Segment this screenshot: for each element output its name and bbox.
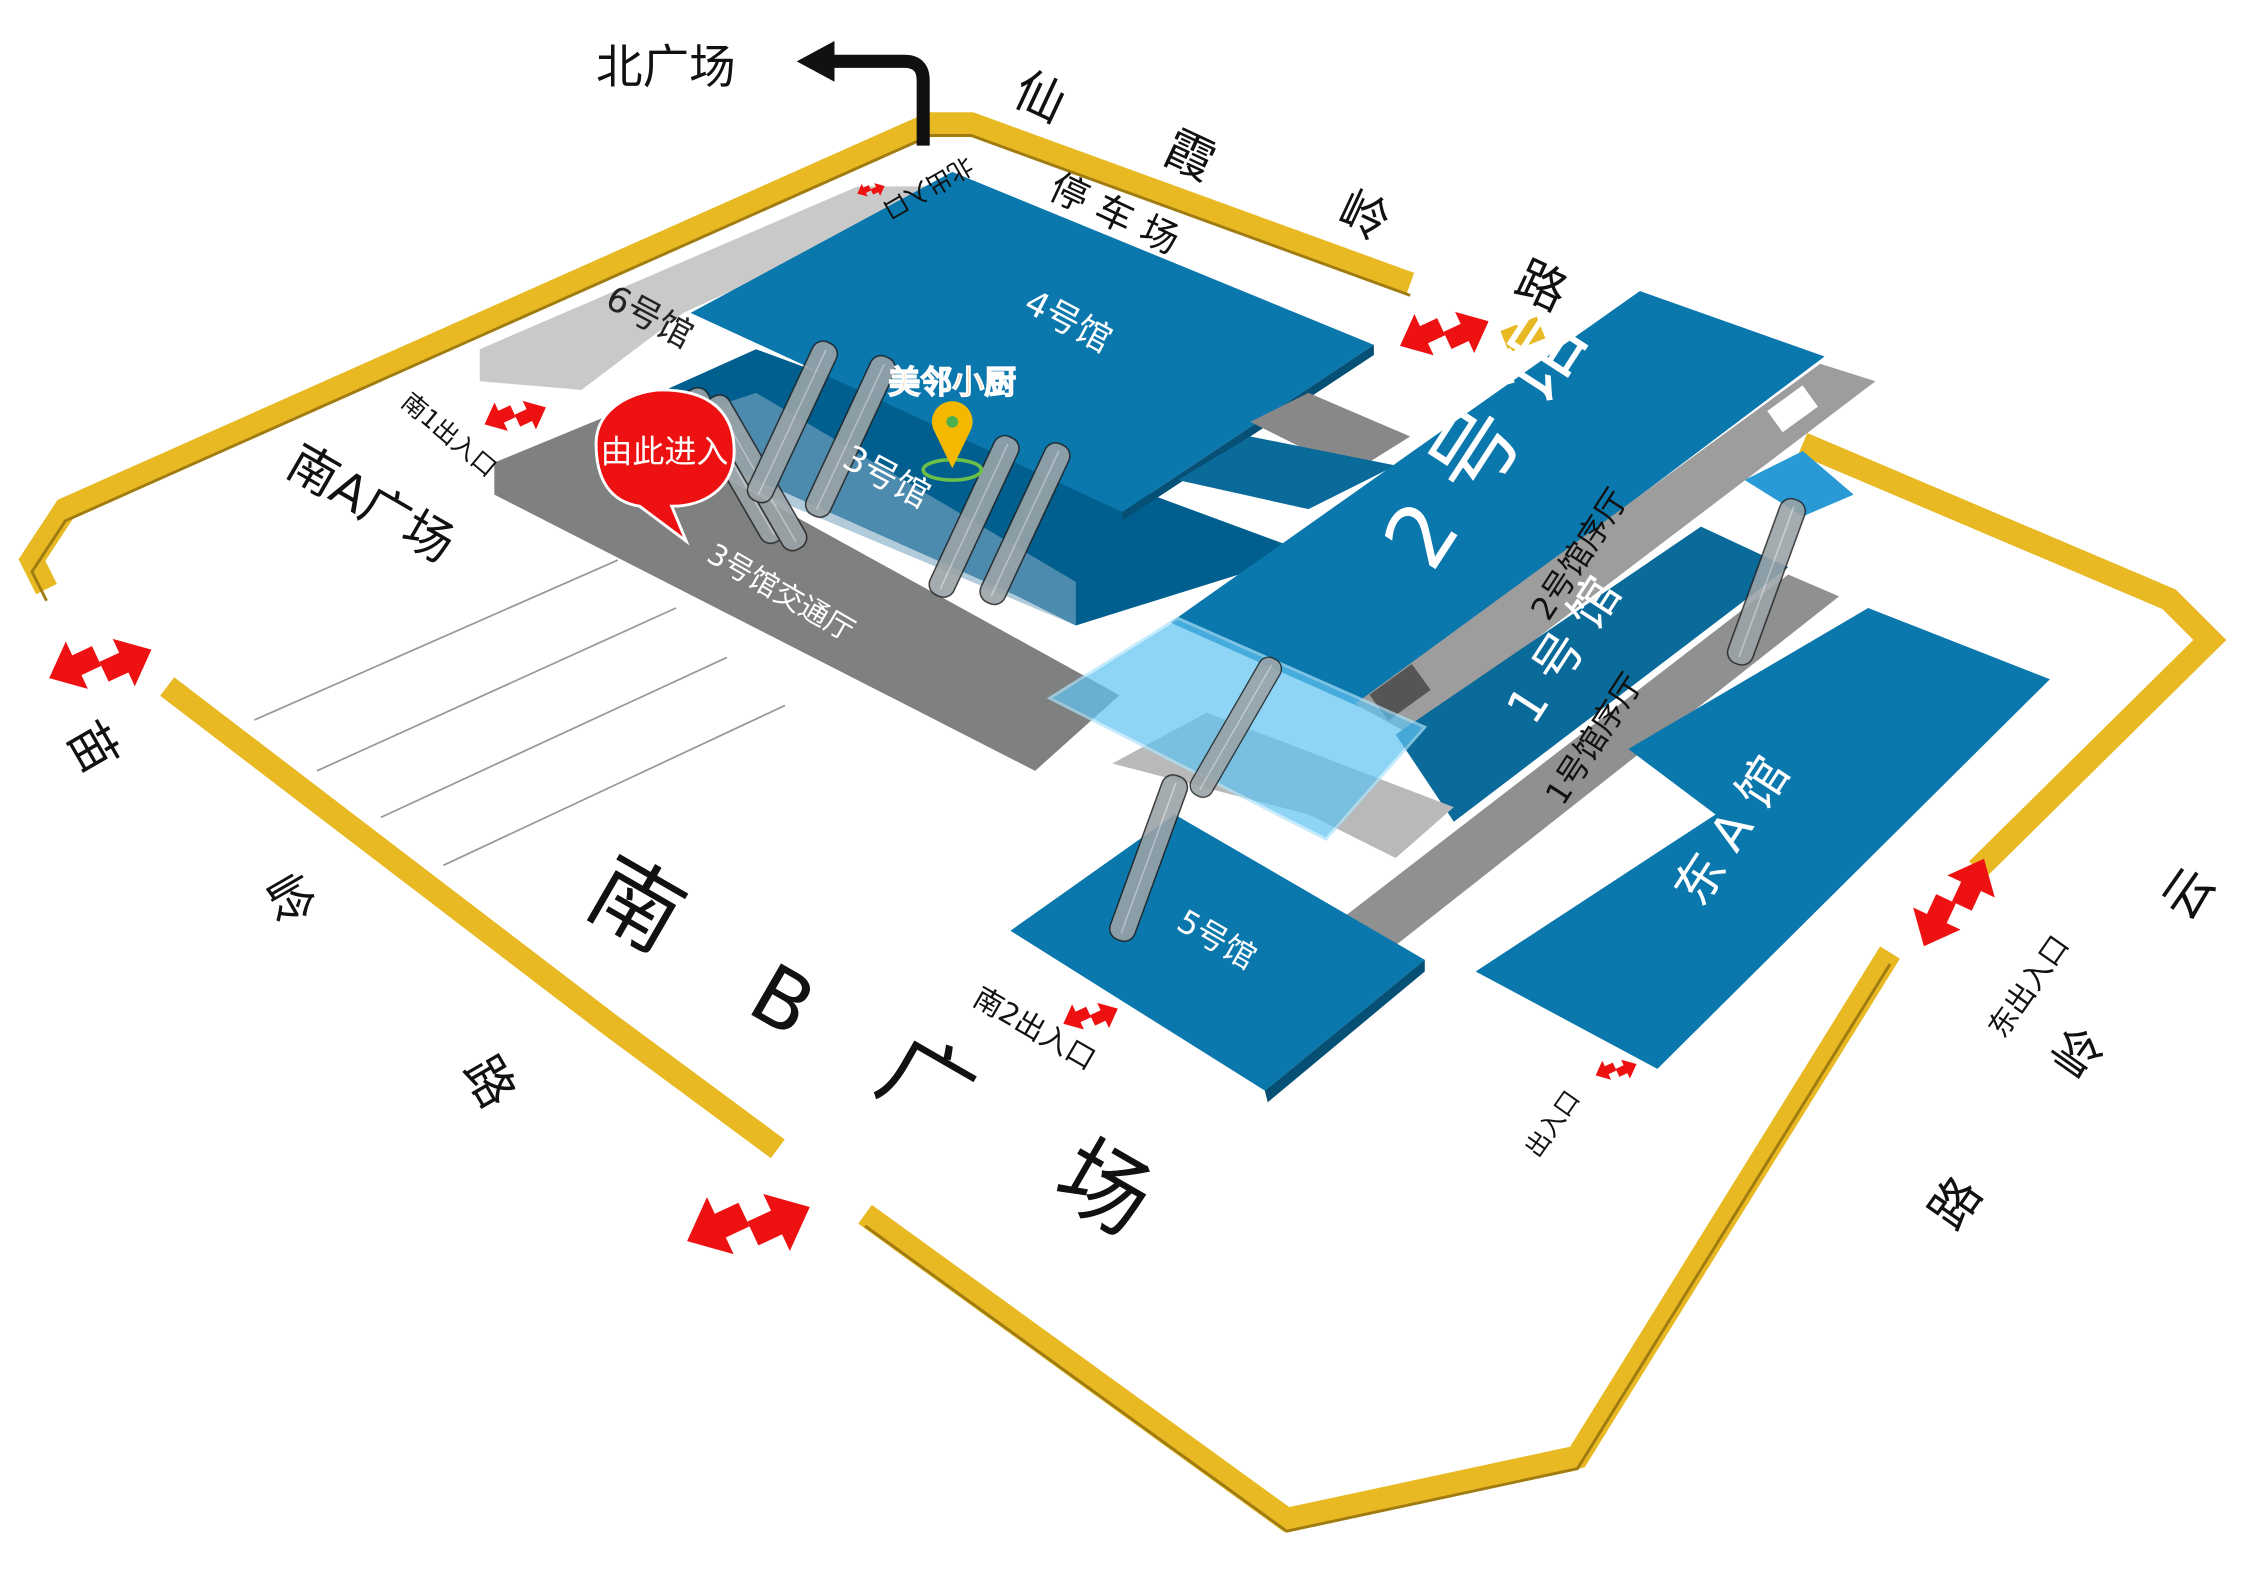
road-left-char: 苗 xyxy=(55,711,130,783)
road-top-char: 仙 xyxy=(1005,60,1074,133)
road-top-char: 霞 xyxy=(1155,119,1224,192)
hall-2-lobby[interactable] xyxy=(1354,363,1876,735)
south-entrance-arrow-icon[interactable] xyxy=(673,1178,824,1270)
road-left-char: 岭 xyxy=(251,864,326,936)
south-b-plaza-char: 场 xyxy=(1039,1121,1170,1257)
road-right-char: 路 xyxy=(1918,1166,1994,1240)
south1-entrance-label: 南1出入口 xyxy=(396,387,502,483)
perimeter-road-border xyxy=(18,112,2227,1533)
poi-marker[interactable]: 美邻小厨 xyxy=(888,362,1017,482)
hall-east-a[interactable] xyxy=(1475,607,2050,1069)
north-plaza-arrow-icon xyxy=(796,40,930,146)
south-b-plaza-char: 广 xyxy=(861,1016,992,1152)
north-plaza-label: 北广场 xyxy=(596,40,736,94)
road-right-char: 岭 xyxy=(2041,1017,2117,1091)
south-b-plaza-char: 南 xyxy=(571,837,702,973)
road-left-char: 路 xyxy=(452,1046,527,1118)
hall-2[interactable] xyxy=(1170,291,1825,707)
south1-entrance-arrow-icon[interactable] xyxy=(477,393,553,439)
callout-text: 由此进入 xyxy=(600,433,728,471)
hall-1-lobby[interactable] xyxy=(1344,574,1840,946)
hall-5[interactable] xyxy=(1010,814,1425,1091)
south-a-plaza-label: 南A广场 xyxy=(278,433,465,574)
road-right-char: 云 xyxy=(2150,857,2226,931)
west-entrance-arrow-icon[interactable] xyxy=(38,625,163,702)
east-small-entrance-label: 出入口 xyxy=(1519,1085,1585,1162)
hall-4[interactable] xyxy=(690,171,1374,513)
east-small-entrance-arrow-icon[interactable] xyxy=(1591,1054,1641,1085)
enter-here-callout: 由此进入 xyxy=(594,388,736,546)
hall-1[interactable] xyxy=(1395,526,1789,822)
poi-name: 美邻小厨 xyxy=(888,363,1016,401)
plaza-lines xyxy=(254,559,786,867)
south-b-plaza-char: B xyxy=(734,946,830,1056)
road-top-char: 岭 xyxy=(1330,180,1399,253)
